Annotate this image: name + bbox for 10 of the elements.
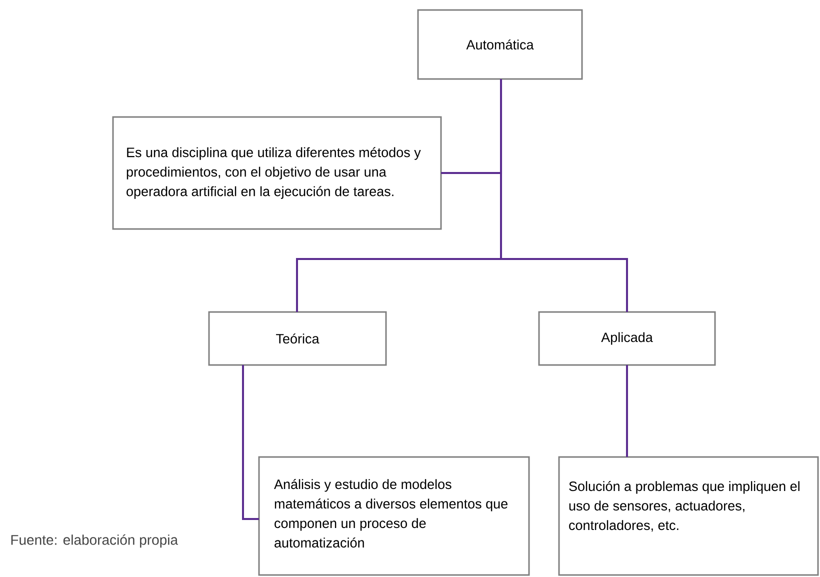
connector-line — [626, 365, 628, 457]
text-box: Aplicada — [538, 311, 716, 366]
connector-line — [500, 79, 628, 312]
text-box: Es una disciplina que utiliza diferentes métodos y procedimientos, con el objetivo de usar una operadora artificial en la ejecución de tareas. — [112, 116, 442, 230]
source-note: Fuente: elaboración propia — [11, 534, 178, 548]
text-box: Teórica — [208, 311, 387, 366]
text-box: Solución a problemas que impliquen el uso de sensores, actuadores, controladores, etc. — [558, 456, 819, 576]
text-box: Automática — [417, 9, 583, 80]
text-box: Análisis y estudio de modelos matemáticos a diversos elementos que componen un proceso de automatización — [258, 456, 530, 576]
connector-line — [242, 365, 259, 520]
